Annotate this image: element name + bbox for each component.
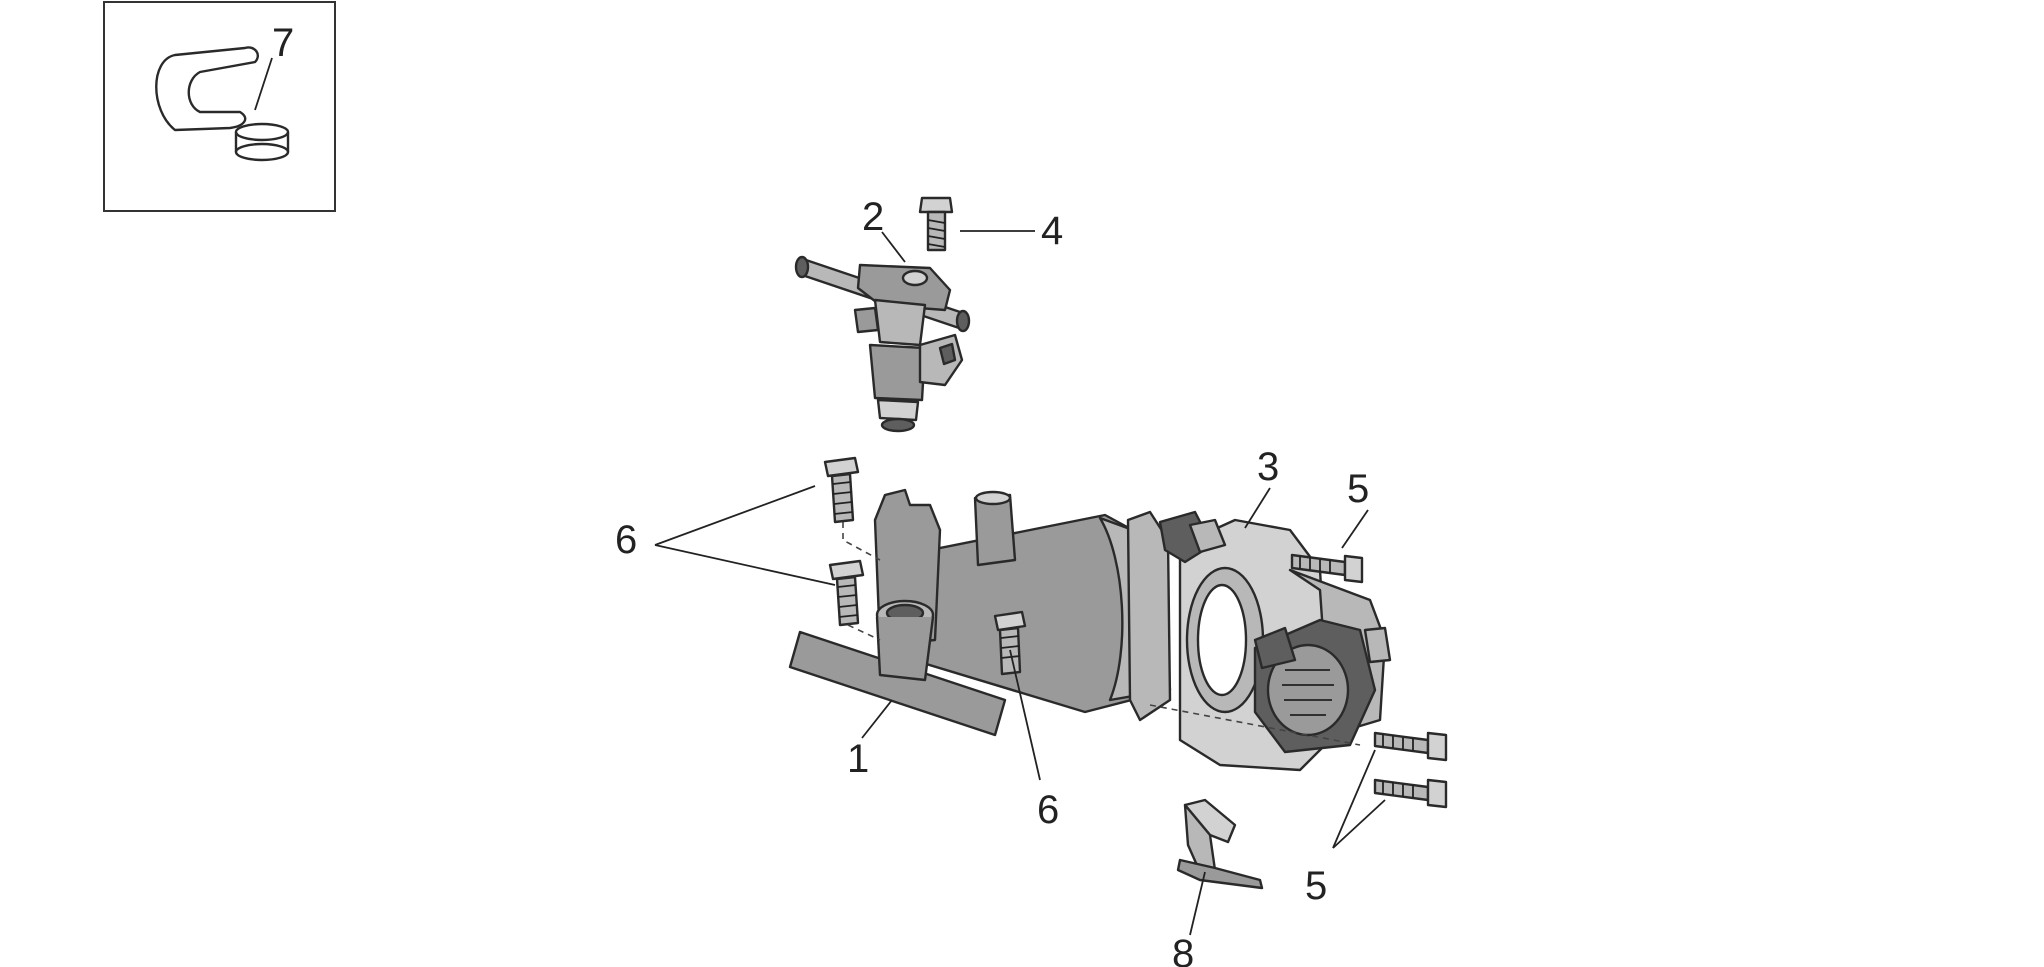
leader-line-5-top [1341,509,1369,549]
manifold-screw-upper [823,456,860,524]
leader-line-5a [1332,749,1376,849]
leader-line-1 [861,699,893,739]
intake-manifold [788,488,1172,737]
leader-line-5b [1332,799,1386,849]
leader-line-3 [1244,487,1271,529]
alignment-dash-lower [847,624,881,641]
alignment-dash-throttle [1149,704,1361,746]
leader-line-7 [254,57,273,111]
leader-line-6c [1009,649,1041,781]
leader-line-6a [654,485,816,546]
alignment-dash-upper [842,522,881,561]
part-label-4: 4 [1041,209,1063,253]
leader-line-6b [654,544,836,586]
part-label-2: 2 [862,195,884,239]
part-label-5-bottom: 5 [1305,864,1327,908]
throttle-screw-mid [1373,731,1448,762]
part-label-5-top: 5 [1347,467,1369,511]
throttle-screw-bottom [1373,778,1448,809]
part-label-7: 7 [272,21,294,65]
rail-screw [918,196,954,252]
part-label-6-left: 6 [615,518,637,562]
part-label-8: 8 [1172,932,1194,967]
part-label-6-center: 6 [1037,788,1059,832]
fuel-injector-assembly [794,255,971,433]
inset-panel: 7 [103,1,336,212]
hose-clamp-icon [155,46,290,162]
leader-line-2 [881,231,906,263]
throttle-screw-top [1290,553,1364,584]
manifold-screw-lower [828,559,865,627]
throttle-body [1158,510,1392,772]
leader-line-8 [1189,871,1206,936]
mounting-bracket [1176,798,1264,890]
part-label-3: 3 [1257,445,1279,489]
part-label-1: 1 [847,737,869,781]
